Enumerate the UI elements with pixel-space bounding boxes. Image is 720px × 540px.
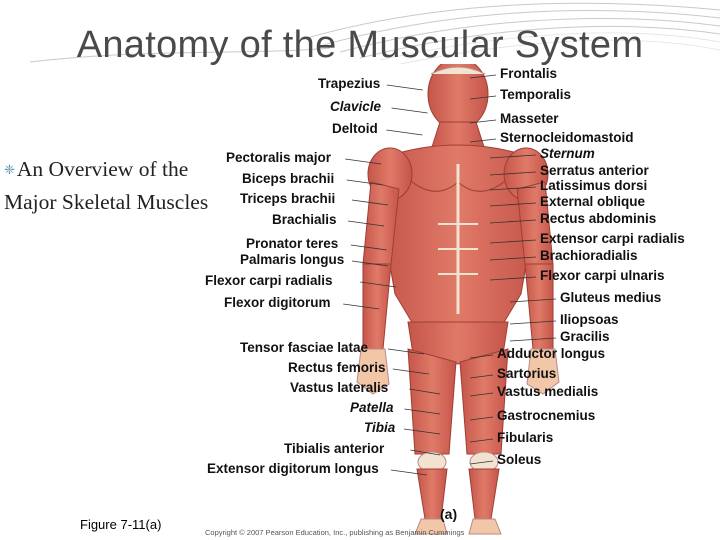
label-gastrocnemius: Gastrocnemius (497, 408, 596, 423)
label-brachioradialis: Brachioradialis (540, 248, 638, 263)
leader-line (489, 239, 537, 244)
leader-line (403, 428, 441, 435)
leader-line (346, 179, 383, 186)
label-sternocleidomastoid: Sternocleidomastoid (500, 130, 634, 145)
label-flexor-carpi-ulnaris: Flexor carpi ulnaris (540, 268, 665, 283)
label-flexor-carpi-radialis: Flexor carpi radialis (205, 273, 333, 288)
leader-line (410, 449, 441, 456)
label-biceps-brachii: Biceps brachii (242, 171, 335, 186)
label-gluteus-medius: Gluteus medius (560, 290, 662, 305)
leader-line (387, 348, 425, 355)
label-extensor-carpi-radialis: Extensor carpi radialis (540, 231, 685, 246)
label-tibia: Tibia (364, 420, 396, 435)
label-pectoralis-major: Pectoralis major (226, 150, 332, 165)
label-tensor-fasciae-latae: Tensor fasciae latae (240, 340, 369, 355)
label-masseter: Masseter (500, 111, 559, 126)
leader-line (345, 158, 382, 165)
leader-line (489, 202, 537, 207)
label-trapezius: Trapezius (318, 76, 381, 91)
label-tibialis-anterior: Tibialis anterior (284, 441, 385, 456)
leader-line (509, 320, 557, 325)
leader-line (469, 460, 494, 465)
label-palmaris-longus: Palmaris longus (240, 252, 345, 267)
panel-letter: (a) (440, 506, 458, 522)
label-iliopsoas: Iliopsoas (560, 312, 619, 327)
leader-line (489, 154, 537, 159)
leader-line (469, 438, 494, 443)
leader-line (489, 256, 537, 261)
label-sternum: Sternum (540, 146, 595, 161)
label-sartorius: Sartorius (497, 366, 557, 381)
label-triceps-brachii: Triceps brachii (240, 191, 336, 206)
leader-line (343, 303, 380, 310)
leader-line (469, 374, 494, 379)
bullet-point: ❈An Overview of the Major Skeletal Muscl… (4, 154, 209, 217)
leader-line (409, 388, 441, 395)
label-gracilis: Gracilis (560, 329, 610, 344)
label-rectus-femoris: Rectus femoris (288, 360, 386, 375)
label-vastus-lateralis: Vastus lateralis (290, 380, 389, 395)
leader-line (489, 219, 537, 224)
leader-line (469, 95, 497, 100)
leader-line (351, 199, 389, 206)
leader-line (489, 276, 537, 281)
leader-line (392, 368, 429, 375)
label-clavicle: Clavicle (330, 99, 382, 114)
label-temporalis: Temporalis (500, 87, 572, 102)
leader-line (351, 260, 389, 267)
label-external-oblique: External oblique (540, 194, 646, 209)
label-frontalis: Frontalis (500, 66, 558, 81)
copyright-notice: Copyright © 2007 Pearson Education, Inc.… (205, 528, 465, 537)
leader-line (509, 298, 557, 303)
leader-line (469, 416, 494, 421)
figure-caption: Figure 7-11(a) (80, 517, 162, 532)
label-vastus-medialis: Vastus medialis (497, 384, 599, 399)
label-extensor-digitorum-longus: Extensor digitorum longus (207, 461, 379, 476)
leader-line (469, 354, 494, 359)
leader-line (391, 107, 428, 114)
bullet-icon: ❈ (4, 162, 15, 177)
leader-line (350, 244, 387, 251)
anatomy-figure (203, 57, 693, 540)
label-flexor-digitorum: Flexor digitorum (224, 295, 331, 310)
label-rectus-abdominis: Rectus abdominis (540, 211, 657, 226)
label-soleus: Soleus (497, 452, 542, 467)
leader-line (489, 186, 537, 191)
leader-line (509, 337, 557, 342)
leader-line (347, 220, 385, 227)
label-serratus-anterior: Serratus anterior (540, 163, 649, 178)
muscle-body-illustration (343, 57, 560, 535)
leader-line (469, 138, 497, 143)
label-deltoid: Deltoid (332, 121, 378, 136)
leader-line (386, 129, 423, 136)
leader-line (469, 119, 497, 124)
label-adductor-longus: Adductor longus (497, 346, 605, 361)
label-patella: Patella (350, 400, 394, 415)
leader-line (469, 392, 494, 397)
label-pronator-teres: Pronator teres (246, 236, 339, 251)
leader-line (404, 408, 441, 415)
leader-line (469, 74, 497, 79)
leader-line (390, 469, 428, 476)
leader-line (360, 281, 397, 288)
decorative-swoosh (29, 2, 720, 65)
leader-line (489, 171, 537, 176)
leader-line (386, 84, 423, 91)
label-brachialis: Brachialis (272, 212, 337, 227)
label-latissimus-dorsi: Latissimus dorsi (540, 178, 648, 193)
bullet-text: An Overview of the Major Skeletal Muscle… (4, 157, 209, 214)
label-fibularis: Fibularis (497, 430, 554, 445)
slide-title: Anatomy of the Muscular System (76, 24, 644, 66)
